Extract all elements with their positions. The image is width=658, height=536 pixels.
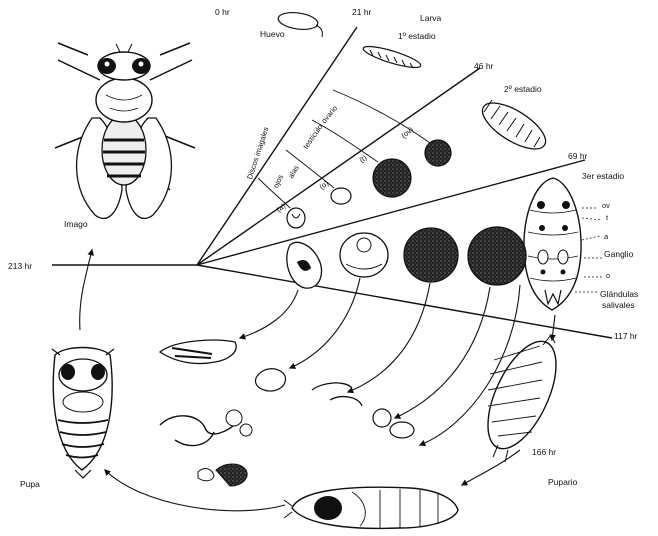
label-pupario: Pupario	[548, 478, 577, 487]
imaginal-discs	[287, 140, 526, 288]
time-21hr: 21 hr	[352, 8, 371, 17]
label-larva: Larva	[420, 14, 441, 23]
label-part-a: a	[604, 233, 608, 241]
label-glandulas: Glándulas	[600, 290, 638, 299]
pupal-case-drawing	[284, 487, 458, 528]
label-part-t: t	[606, 214, 608, 222]
time-0hr: 0 hr	[215, 8, 230, 17]
adult-structures	[160, 340, 414, 486]
time-69hr: 69 hr	[568, 152, 587, 161]
time-166hr: 166 hr	[532, 448, 556, 457]
label-ganglio: Ganglio	[604, 250, 633, 259]
label-part-o: o	[606, 272, 610, 280]
label-huevo: Huevo	[260, 30, 285, 39]
larva-3rd-instar	[524, 178, 604, 310]
label-3rd-instar: 3er estadio	[582, 172, 624, 181]
label-1st-instar: 1º estadio	[398, 32, 436, 41]
time-46hr: 46 hr	[474, 62, 493, 71]
larva-2nd-instar	[476, 94, 553, 158]
ray-21hr	[197, 27, 357, 265]
development-arrows	[80, 250, 555, 511]
time-213hr: 213 hr	[8, 262, 32, 271]
label-2nd-instar: 2º estadio	[504, 85, 542, 94]
label-part-ov: ov	[602, 202, 610, 210]
label-salivales: salivales	[602, 301, 635, 310]
puparium-drawing	[474, 331, 570, 462]
adult-fly-imago	[55, 43, 195, 218]
larva-1st-instar	[362, 42, 423, 71]
time-117hr: 117 hr	[614, 332, 637, 341]
label-imago: Imago	[64, 220, 88, 229]
pupa-drawing	[52, 348, 114, 479]
label-pupa: Pupa	[20, 480, 40, 489]
